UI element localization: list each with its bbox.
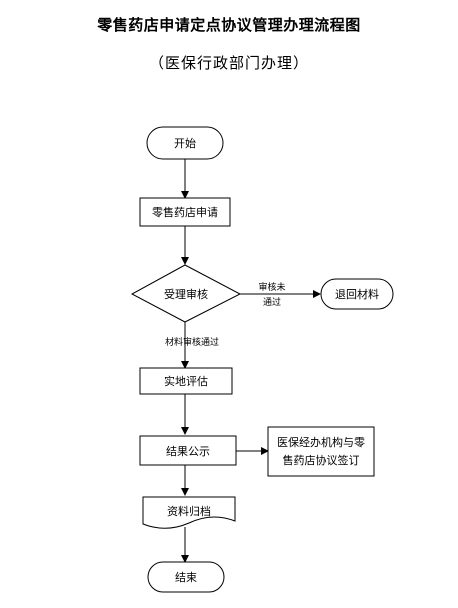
publicize-label: 结果公示 <box>166 445 210 458</box>
return-node <box>320 278 394 310</box>
edge-label-pass: 材料审核通过 <box>165 336 219 348</box>
sign-label-line1: 医保经办机构与零 <box>277 435 365 449</box>
sign-node <box>267 426 375 477</box>
apply-node <box>139 197 231 227</box>
edge-label-fail-line2: 通过 <box>263 296 281 308</box>
archive-label: 资料归档 <box>167 504 211 518</box>
publicize-node <box>139 435 237 466</box>
evaluate-node <box>139 367 233 395</box>
page-title: 零售药店申请定点协议管理办理流程图 <box>97 16 361 34</box>
start-label: 开始 <box>174 136 196 150</box>
end-label: 结束 <box>175 571 197 584</box>
sign-label-line2: 售药店协议签订 <box>283 453 360 467</box>
start-node <box>146 126 224 160</box>
review-decision <box>130 264 242 323</box>
evaluate-label: 实地评估 <box>164 374 208 388</box>
archive-node <box>142 496 236 529</box>
return-label: 退回材料 <box>335 287 379 301</box>
review-label: 受理审核 <box>164 287 208 301</box>
apply-label: 零售药店申请 <box>152 205 218 219</box>
end-node <box>147 561 225 593</box>
page-subtitle: （医保行政部门办理） <box>148 54 309 72</box>
edge-label-fail-line1: 审核未 <box>258 281 285 293</box>
